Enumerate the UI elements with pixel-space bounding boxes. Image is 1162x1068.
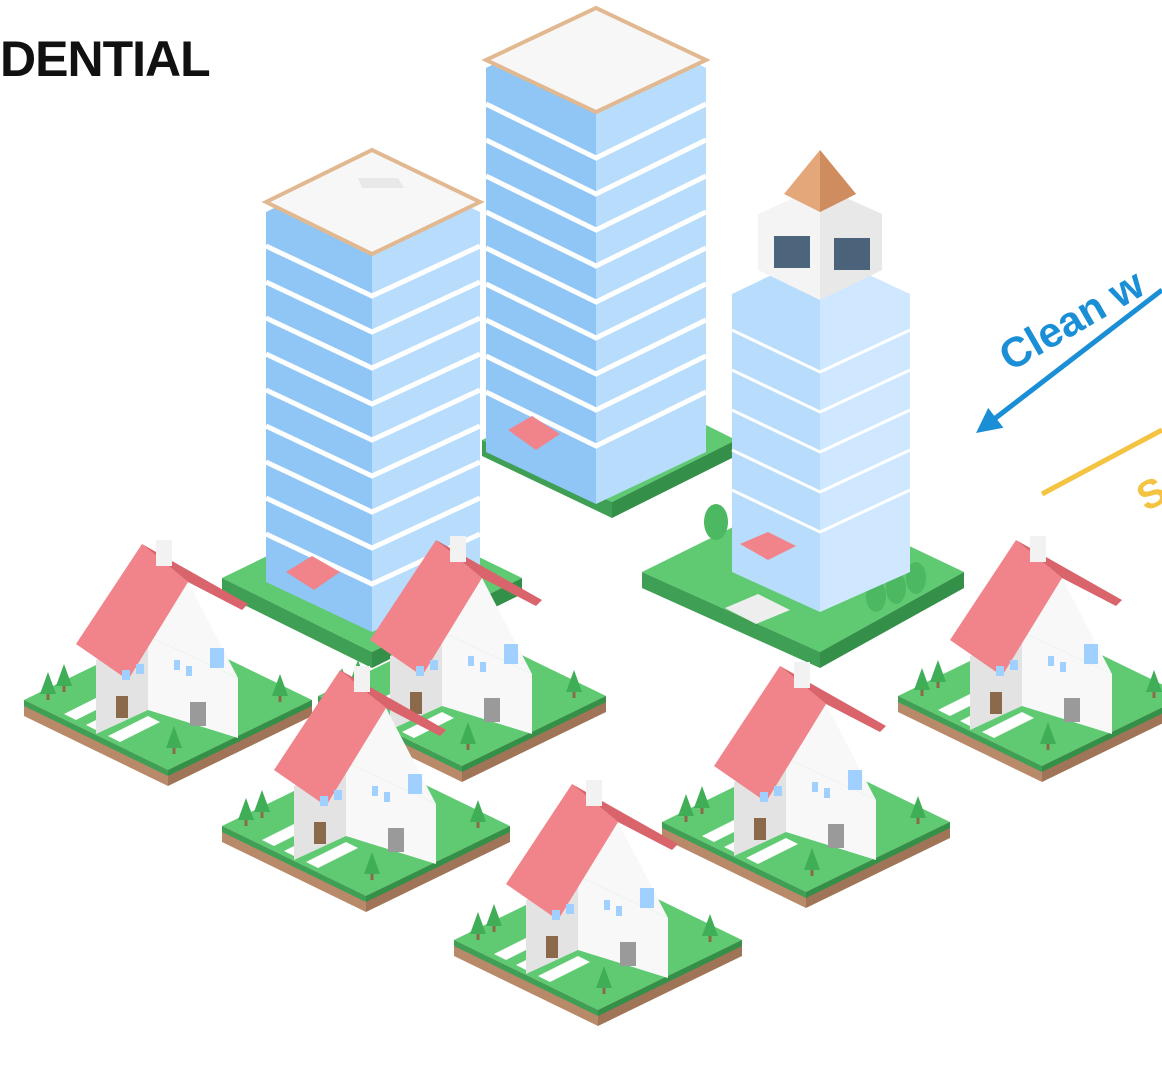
highrise-spire-tower [731,150,911,612]
house-grid [24,536,1162,1026]
tree-icon [804,848,820,876]
tree-icon [596,966,612,994]
tree-icon [486,904,502,932]
house [662,662,950,908]
tree-icon [678,794,694,822]
tree-icon [166,726,182,754]
tree-icon [56,664,72,692]
tree-icon [254,790,270,818]
second-flow-label: S [1130,469,1162,520]
tree-icon [272,674,288,702]
tree-icon [470,800,486,828]
awning-icon [740,532,796,560]
house [222,666,510,912]
house [24,540,312,786]
tree-icon [1040,722,1056,750]
tree-group-icon [704,504,926,612]
tree-icon [238,798,254,826]
clean-water-flow: Clean w [976,260,1162,434]
tree-icon [702,914,718,942]
tree-icon [566,670,582,698]
tree-icon [910,796,926,824]
tree-icon [460,722,476,750]
house [454,780,742,1026]
tree-icon [1146,670,1162,698]
tree-icon [40,672,56,700]
tree-icon [470,912,486,940]
tree-icon [364,852,380,880]
office-tower-left [261,147,485,632]
tree-icon [930,660,946,688]
office-tower-center [481,5,711,504]
awning-icon [286,556,340,590]
house [898,536,1162,782]
awning-icon [508,416,560,450]
second-flow: S [1040,427,1162,520]
section-heading: DENTIAL [0,31,211,87]
tree-icon [694,786,710,814]
tree-icon [914,668,930,696]
